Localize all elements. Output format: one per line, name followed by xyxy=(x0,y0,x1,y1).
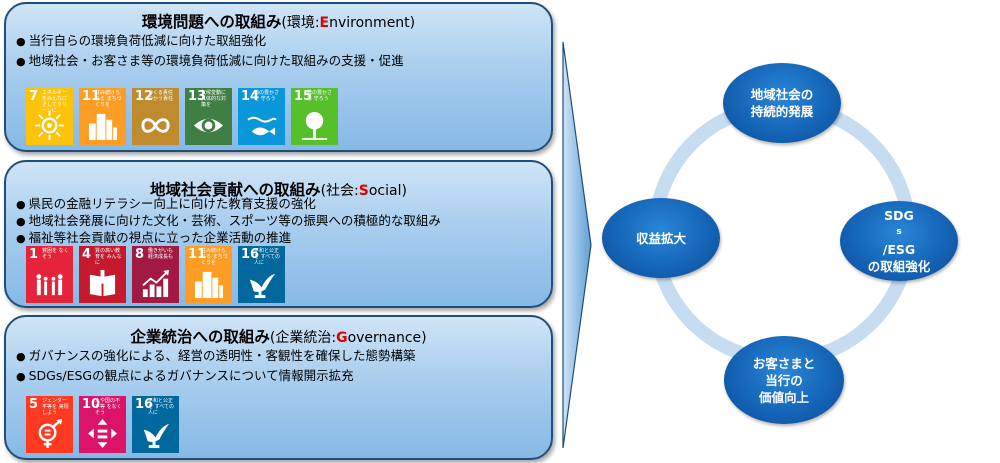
sun-icon xyxy=(34,110,65,141)
sdg-goal-11-tile: 11 住み続けられる まちづくりを xyxy=(79,88,126,145)
tree-icon xyxy=(301,111,328,141)
title-initial: E xyxy=(319,15,330,31)
sdg-number: 13 xyxy=(188,89,207,104)
sdg-number: 8 xyxy=(135,247,145,262)
environment-panel: 環境問題への取組み(環境:Environment) 当行自らの環境負荷低減に向け… xyxy=(4,2,553,152)
sdg-goal-11-tile: 11 住み続けられる まちづくりを xyxy=(185,246,232,303)
dove-icon xyxy=(143,423,170,449)
title-sub-prefix: (社会: xyxy=(320,183,359,199)
cycle-node-revenue: 収益拡大 xyxy=(602,198,720,278)
governance-panel-title: 企業統治への取組み(企業統治:Governance) xyxy=(6,325,551,347)
bullet-item: 県民の金融リテラシー向上に向けた教育支援の強化 xyxy=(16,196,316,212)
sdg-number: 7 xyxy=(29,89,39,104)
bullet-item: SDGs/ESGの観点によるガバナンスについて情報開示拡充 xyxy=(16,368,354,384)
title-sub-prefix: (企業統治: xyxy=(269,330,337,346)
sdg-number: 4 xyxy=(82,247,92,262)
sdg-title: 質の高い教育を みんなに xyxy=(95,248,122,266)
sdg-goal-7-tile: 7 エネルギーをみんなに そしてクリーンに xyxy=(26,88,73,145)
sdg-number: 11 xyxy=(188,247,207,262)
social-panel: 地域社会貢献への取組み(社会:Social) 県民の金融リテラシー向上に向けた教… xyxy=(4,160,553,308)
dove-icon xyxy=(249,273,276,299)
node-text-line: お客さまと xyxy=(752,355,816,371)
sdg-title: 海の豊かさを 守ろう xyxy=(254,90,280,102)
sdg-number: 15 xyxy=(294,89,313,104)
gender-icon xyxy=(38,418,63,449)
bullet-item: 地域社会・お客さま等の環境負荷低減に向けた取組みの支援・促進 xyxy=(16,53,404,69)
sdg-goal-15-tile: 15 陸の豊かさも 守ろう xyxy=(291,88,338,145)
sdg-number: 11 xyxy=(82,89,101,104)
cycle-node-regional-development: 地域社会の持続的発展 xyxy=(723,63,841,143)
sdg-title: ジェンダー平等を 実現しよう xyxy=(42,398,69,416)
sdg-icon-row: 7 エネルギーをみんなに そしてクリーンに 11 住み続けられる まちづくりを … xyxy=(26,88,338,145)
earth-eye-icon xyxy=(193,118,224,133)
sdg-icon-row: 5 ジェンダー平等を 実現しよう 10 人や国の不平等 をなくそう 16 平和と… xyxy=(26,396,179,453)
sdg-title: 気候変動に 具体的な対策を xyxy=(201,90,227,108)
sdg-number: 1 xyxy=(29,247,39,262)
sdg-number: 5 xyxy=(29,397,39,412)
buildings-icon xyxy=(194,271,224,299)
sdg-goal-4-tile: 4 質の高い教育を みんなに xyxy=(79,246,126,303)
sdg-goal-13-tile: 13 気候変動に 具体的な対策を xyxy=(185,88,232,145)
sdg-title: つくる責任 つかう責任 xyxy=(148,90,174,102)
title-sub-rest: overnance) xyxy=(347,330,427,346)
bullet-item: 当行自らの環境負荷低減に向けた取組強化 xyxy=(16,33,267,49)
buildings-icon xyxy=(88,113,118,141)
title-initial: G xyxy=(336,330,348,346)
node-text-line: 価値向上 xyxy=(758,389,809,405)
title-sub-prefix: (環境: xyxy=(281,15,320,31)
sdg-number: 14 xyxy=(241,89,260,104)
sdg-goal-8-tile: 8 働きがいも 経済成長も xyxy=(132,246,179,303)
equality-icon xyxy=(87,418,118,449)
node-text-line: 当行の xyxy=(765,372,803,388)
sdg-title: 貧困を なくそう xyxy=(42,248,69,260)
fish-icon xyxy=(247,116,277,136)
title-main: 環境問題への取組み xyxy=(141,13,282,31)
title-sub-rest: ocial) xyxy=(368,183,407,199)
book-icon xyxy=(89,269,116,297)
sdg-goal-16-tile: 16 平和と公正を すべての人に xyxy=(132,396,179,453)
bullet-item: 地域社会発展に向けた文化・芸術、スポーツ等の振興への積極的な取組み xyxy=(16,213,441,229)
cycle-node-customer-value: お客さまと当行の価値向上 xyxy=(724,336,844,424)
node-text-line: 地域社会の xyxy=(750,87,814,102)
title-main: 企業統治への取組み xyxy=(130,328,270,346)
sdg-icon-row: 1 貧困を なくそう 4 質の高い教育を みんなに 8 働きがいも 経済成長も … xyxy=(26,246,285,303)
governance-panel: 企業統治への取組み(企業統治:Governance) ガバナンスの強化による、経… xyxy=(4,315,553,460)
sdg-title: 陸の豊かさも 守ろう xyxy=(307,90,333,102)
title-initial: S xyxy=(358,183,369,199)
sdg-title: 平和と公正を すべての人に xyxy=(254,248,281,266)
sdg-goal-16-tile: 16 平和と公正を すべての人に xyxy=(238,246,285,303)
sdg-number: 10 xyxy=(82,397,101,412)
title-main: 地域社会貢献への取組み xyxy=(150,181,321,199)
bullet-item: ガバナンスの強化による、経営の透明性・客観性を確保した態勢構築 xyxy=(16,348,416,364)
node-text-line: の取組強化 xyxy=(867,259,931,274)
sdg-goal-5-tile: 5 ジェンダー平等を 実現しよう xyxy=(26,396,73,453)
sdg-title: 働きがいも 経済成長も xyxy=(148,248,174,260)
sdg-goal-1-tile: 1 貧困を なくそう xyxy=(26,246,73,303)
sdg-number: 16 xyxy=(241,247,260,262)
bullet-item: 福祉等社会貢献の視点に立った企業活動の推進 xyxy=(16,230,292,246)
environment-panel-title: 環境問題への取組み(環境:Environment) xyxy=(6,10,551,32)
growth-chart-icon xyxy=(142,269,170,298)
sdg-title: 人や国の不平等 をなくそう xyxy=(95,398,122,416)
sdg-title: 平和と公正を すべての人に xyxy=(148,398,175,416)
sdg-number: 12 xyxy=(135,89,154,104)
sdg-goal-12-tile: 12 つくる責任 つかう責任 xyxy=(132,88,179,145)
sdg-number: 16 xyxy=(135,397,154,412)
node-text-line: 収益拡大 xyxy=(635,230,686,246)
flow-arrow-icon xyxy=(562,41,592,449)
family-icon xyxy=(36,274,63,296)
sdg-goal-14-tile: 14 海の豊かさを 守ろう xyxy=(238,88,285,145)
sdg-title: 住み続けられる まちづくりを xyxy=(95,90,122,108)
social-panel-title: 地域社会貢献への取組み(社会:Social) xyxy=(6,178,551,200)
node-text-line: 持続的発展 xyxy=(750,104,814,119)
sdg-title: 住み続けられる まちづくりを xyxy=(201,248,228,266)
title-sub-rest: nvironment) xyxy=(329,15,416,31)
infinity-icon xyxy=(141,118,170,133)
sdg-goal-10-tile: 10 人や国の不平等 をなくそう xyxy=(79,396,126,453)
